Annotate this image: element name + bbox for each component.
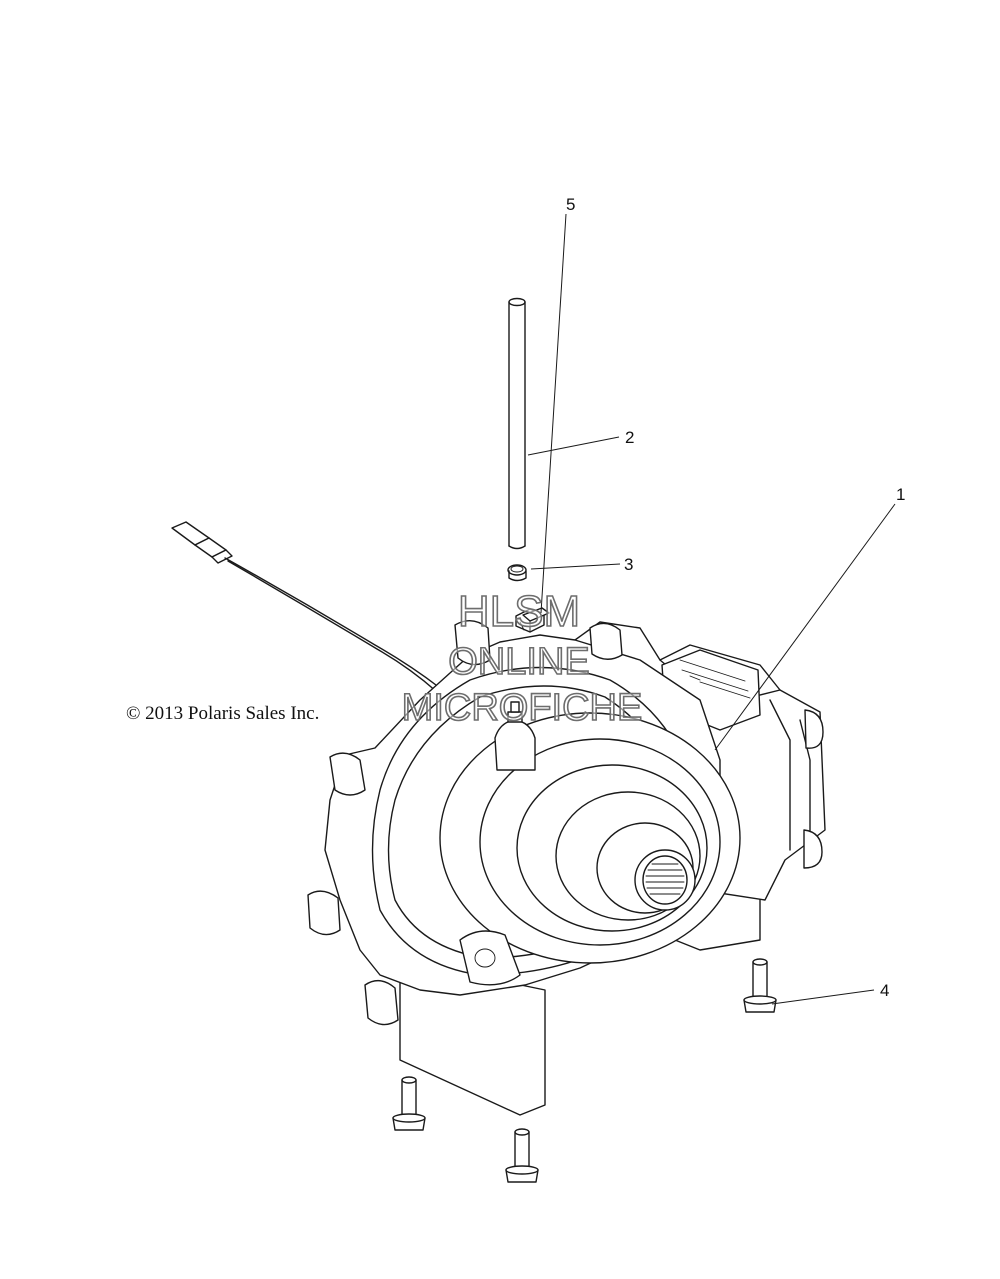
callout-4[interactable]: 4 (880, 981, 889, 1000)
callout-2[interactable]: 2 (625, 428, 634, 447)
gearcase-housing-icon[interactable] (307, 620, 826, 1116)
flange-bolt-icon[interactable] (505, 1128, 539, 1183)
callout-5[interactable]: 5 (566, 195, 575, 214)
watermark-line-1: HLSM (458, 587, 580, 636)
leader-line-1 (714, 503, 896, 751)
vent-tube-icon[interactable] (508, 297, 526, 550)
flange-bolt-icon[interactable] (392, 1076, 426, 1131)
watermark-line-3: MICROFICHE (402, 687, 643, 729)
leader-line-2 (527, 436, 620, 456)
flange-bolt-icon[interactable] (743, 958, 777, 1013)
copyright-notice: © 2013 Polaris Sales Inc. (126, 703, 319, 724)
callout-3[interactable]: 3 (624, 555, 633, 574)
vent-cap-icon[interactable] (515, 607, 550, 633)
hose-clamp-icon[interactable] (507, 564, 527, 582)
watermark-line-2: ONLINE (448, 641, 589, 683)
speed-sensor-harness-icon (171, 521, 441, 693)
callout-1[interactable]: 1 (896, 485, 905, 504)
leader-line-4 (771, 989, 875, 1005)
watermark: HLSM ONLINE MICROFICHE (401, 586, 643, 730)
leader-line-3 (530, 563, 621, 570)
leader-line-5 (540, 213, 567, 614)
